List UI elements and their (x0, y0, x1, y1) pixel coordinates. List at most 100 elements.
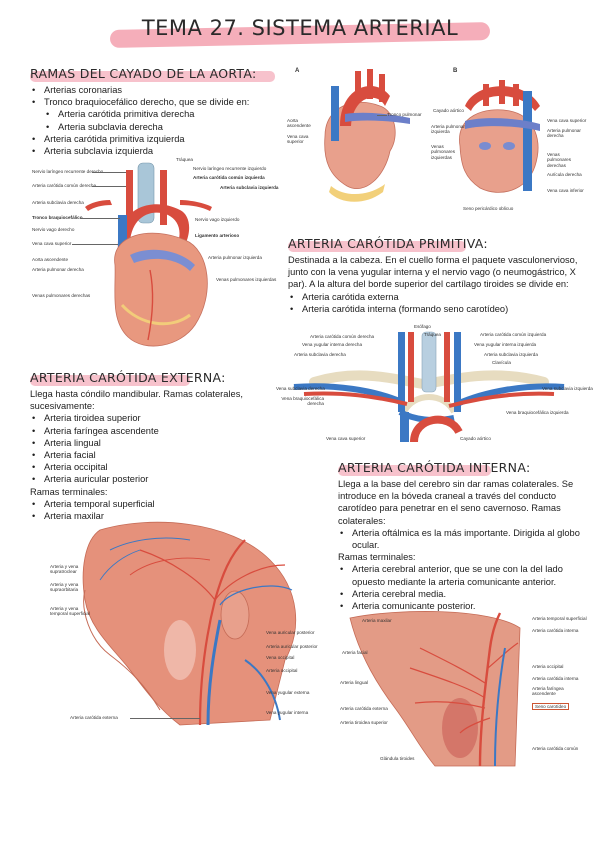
figure-label: Tronco braquiocefálico (32, 215, 83, 220)
heart-main-illustration (85, 162, 212, 347)
list-item: Arteria occipital (30, 461, 270, 473)
terminal-heading: Ramas terminales: (338, 552, 416, 563)
neck-thorax-illustration (293, 331, 565, 443)
figure-label: Arteria carótida interna (532, 628, 579, 633)
figure-label: Arteria carótida común izquierda (193, 175, 265, 180)
figure-label: Vena braquiocefálica izquierda (506, 410, 569, 415)
section-intro: Llega a la base del cerebro sin dar rama… (338, 479, 574, 526)
page-title-block: TEMA 27. SISTEMA ARTERIAL (109, 12, 491, 52)
page-title: TEMA 27. SISTEMA ARTERIAL (141, 16, 459, 40)
figure-label: Vena yugular interna izquierda (474, 342, 537, 347)
list-item: Tronco braquiocefálico derecho, que se d… (30, 96, 280, 108)
figure-label: Cayado aórtico (460, 436, 491, 441)
figure-label: Vena braquiocefálica derecha (281, 396, 324, 407)
terminal-heading: Ramas terminales: (30, 486, 108, 497)
list-item: Arteria lingual (30, 437, 270, 449)
figure-label: Arteria pulmonar derecha (547, 128, 581, 139)
section-heading: ARTERIA CARÓTIDA EXTERNA: (30, 370, 226, 385)
leader-line (72, 244, 118, 245)
figure-label: Arteria subclavia izquierda (484, 352, 538, 357)
heading-highlight (338, 465, 491, 476)
figure-label: Arteria temporal superficial (532, 616, 587, 621)
face-illustration (82, 521, 296, 726)
list-item: Arteria carótida primitiva derecha (30, 108, 280, 120)
section-aorta: RAMAS DEL CAYADO DE LA AORTA: Arterias c… (30, 66, 280, 157)
list-item: Arteria carótida primitiva izquierda (30, 133, 280, 145)
figure-label: Vena subclavia izquierda (542, 386, 593, 391)
aorta-branch-list: Arterias coronarias Tronco braquiocefáli… (30, 84, 280, 157)
figure-label-boxed: Seno carotídeo (532, 703, 570, 710)
figure-label: Venas pulmonares izquierdas (216, 277, 277, 282)
figure-label: Tráquea (424, 332, 441, 337)
figure-label: Arteria carótida común (532, 746, 579, 751)
figure-label: Arteria tiroidea superior (340, 720, 388, 725)
section-externa: ARTERIA CARÓTIDA EXTERNA: Llega hasta có… (30, 370, 270, 522)
figure-face: Arteria y vena supratroclear Arteria y v… (30, 520, 335, 730)
figure-heart-main: Nervio laríngeo recurrente derecho Arter… (30, 155, 279, 355)
figure-label: Vena yugular externa (266, 690, 310, 695)
figure-label: Nervio vago izquierdo (195, 217, 240, 222)
figure-label: Aorta ascendente (287, 118, 311, 129)
figure-label: Arteria pulmonar izquierda (208, 255, 262, 260)
figure-heart-ab: A B Tronco pulmonar Aorta ascendente Ven… (285, 66, 587, 216)
list-item: Arteria cerebral anterior, que se une co… (338, 563, 583, 587)
list-item: Arteria auricular posterior (30, 473, 270, 485)
list-item: Arteria cerebral media. (338, 588, 583, 600)
figure-label: Ligamento arterioso (195, 233, 240, 238)
list-item: Arterias coronarias (30, 84, 280, 96)
panel-label: B (453, 68, 458, 74)
figure-label: Arteria carótida común derecha (310, 334, 375, 339)
neck-side-illustration (349, 611, 521, 767)
list-item: Arteria carótida interna (formando seno … (288, 303, 588, 315)
figure-label: Vena occipital (266, 655, 295, 660)
externa-collateral-list: Arteria tiroidea superior Arteria faríng… (30, 412, 270, 485)
figure-label: Arteria occipital (532, 664, 564, 669)
figure-label: Seno pericárdico oblicuo (463, 206, 514, 211)
list-item: Arteria tiroidea superior (30, 412, 270, 424)
heading-highlight (288, 241, 466, 252)
figure-label: Arteria carótida interna (532, 676, 579, 681)
leader-line (80, 218, 120, 219)
interna-collateral-list: Arteria oftálmica es la más importante. … (338, 527, 583, 551)
figure-label: Nervio vago derecho (32, 227, 75, 232)
list-item: Arteria faríngea ascendente (30, 425, 270, 437)
list-item: Arteria comunicante posterior. (338, 600, 583, 612)
figure-label: Venas pulmonares izquierdas (431, 144, 456, 160)
figure-label: Glándula tiroides (380, 756, 415, 761)
leader-line (92, 186, 126, 187)
heading-highlight (30, 375, 190, 386)
figure-label: Arteria pulmonar derecha (32, 267, 84, 272)
figure-label: Vena subclavia derecha (276, 386, 325, 391)
figure-label: Clavícula (492, 360, 511, 365)
list-item: Arteria subclavia derecha (30, 121, 280, 133)
figure-label: Arteria y vena supraorbitaria (50, 582, 79, 593)
figure-label: Arteria carótida externa (340, 706, 388, 711)
figure-neck-side: Arteria maxilar Arteria facial Arteria l… (340, 608, 588, 767)
figure-label: Arteria subclavia izquierda (220, 185, 279, 190)
figure-label: Vena cava superior (547, 118, 587, 123)
figure-label: Arteria carótida común izquierda (480, 332, 547, 337)
list-item: Arteria maxilar (30, 510, 270, 522)
figure-label: Vena yugular interna (266, 710, 309, 715)
figure-label: Arteria subclavia derecha (32, 200, 84, 205)
figure-label: Vena cava superior (287, 134, 309, 145)
figure-label: Cayado aórtico (433, 108, 464, 113)
figure-label: Tráquea (176, 157, 193, 162)
figure-label: Vena cava superior (32, 241, 72, 246)
figure-label: Arteria faríngea ascendente (532, 686, 564, 697)
figure-label: Arteria y vena supratroclear (50, 564, 79, 575)
figure-label: Aorta ascendente (32, 257, 69, 262)
figure-label: Vena yugular interna derecha (302, 342, 363, 347)
figure-label: Vena cava inferior (547, 188, 584, 193)
section-body: Destinada a la cabeza. En el cuello form… (288, 255, 578, 290)
leader-line (92, 172, 126, 173)
section-heading: ARTERIA CARÓTIDA PRIMITIVA: (288, 236, 488, 251)
figure-label: Venas pulmonares derechas (547, 152, 572, 168)
figure-label: Aurícula derecha (547, 172, 582, 177)
section-intro: Llega hasta cóndilo mandibular. Ramas co… (30, 389, 243, 412)
externa-terminal-list: Arteria temporal superficial Arteria max… (30, 498, 270, 523)
figure-label: Arteria lingual (340, 680, 369, 685)
figure-label: Arteria y vena temporal superficial (50, 606, 90, 617)
figure-label: Nervio laríngeo recurrente derecho (32, 169, 104, 174)
figure-label: Arteria carótida común derecha (32, 183, 97, 188)
